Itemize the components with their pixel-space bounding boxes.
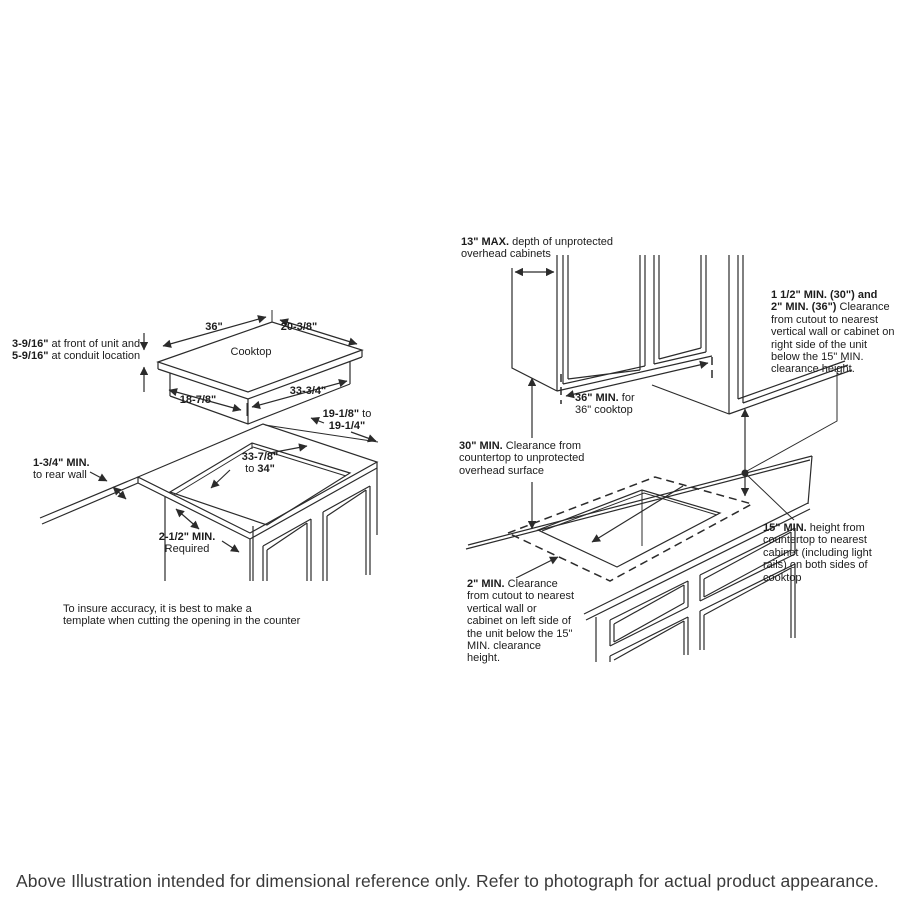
extension-ticks bbox=[246, 310, 273, 416]
cooktop-isometric-drawing bbox=[139, 310, 364, 425]
cabinet-panel-2 bbox=[322, 485, 371, 581]
label-rear-wall: 1-3/4" MIN. to rear wall bbox=[33, 457, 90, 482]
dimension-arrow-19-left bbox=[310, 416, 325, 425]
dimension-arrow-19-right bbox=[350, 431, 377, 443]
base-drawer-panel-1 bbox=[609, 580, 689, 647]
cutout-inner-wall bbox=[541, 490, 718, 546]
label-template-note: To insure accuracy, it is best to make a… bbox=[63, 603, 301, 628]
label-front-clearance: 2-1/2" MIN. Required bbox=[158, 531, 216, 556]
counter-cutout-drawing bbox=[39, 416, 379, 581]
cutout-opening bbox=[168, 442, 352, 526]
clearance-drawing bbox=[465, 255, 853, 662]
base-drawer-panel-2 bbox=[699, 527, 796, 602]
overhead-door-1 bbox=[562, 255, 646, 385]
arrow-rear-gap bbox=[112, 486, 127, 500]
arrow-front-gap-2 bbox=[221, 540, 240, 553]
label-side-height: 15" MIN. height from countertop to neare… bbox=[763, 522, 872, 584]
dimension-arrow-36-min bbox=[565, 360, 709, 399]
counter-left-extension bbox=[39, 476, 139, 525]
leader-2-min bbox=[515, 556, 559, 579]
dimension-arrow-36 bbox=[162, 315, 267, 348]
leader-rear-wall bbox=[89, 471, 108, 482]
label-left-clearance: 2" MIN. Clearance from cutout to nearest… bbox=[467, 578, 574, 665]
label-cooktop: Cooktop bbox=[230, 346, 272, 358]
cooktop-base-box bbox=[169, 361, 351, 425]
label-depth-20-3-8: 20-3/8" bbox=[280, 321, 318, 333]
overhead-door-2 bbox=[653, 255, 707, 365]
label-cutout-depth: 19-1/8" to 19-1/4" bbox=[322, 408, 372, 433]
page-caption: Above Illustration intended for dimensio… bbox=[16, 871, 879, 891]
leader-right-clearance bbox=[746, 371, 838, 472]
dimension-arrow-18-7-8 bbox=[168, 388, 242, 412]
cutout-inner-edge bbox=[173, 443, 347, 496]
label-width-36: 36" bbox=[205, 321, 223, 333]
label-cabinet-width: 36" MIN. for 36" cooktop bbox=[575, 392, 635, 417]
label-base-18-7-8: 18-7/8" bbox=[179, 394, 217, 406]
arrow-front-gap bbox=[175, 508, 200, 530]
label-base-33-3-4: 33-3/4" bbox=[289, 385, 327, 397]
cabinet-panel-1 bbox=[262, 518, 312, 581]
base-cabinet-frame bbox=[164, 468, 378, 581]
label-overhead-depth: 13" MAX. depth of unprotected overhead c… bbox=[461, 236, 613, 261]
countertop-cutout bbox=[536, 489, 722, 568]
dimension-arrow-33-3-4 bbox=[251, 379, 348, 409]
cooktop-footprint-dashed bbox=[506, 476, 754, 582]
base-door-panel-2 bbox=[699, 563, 796, 650]
label-unit-depth-note: 3-9/16" at front of unit and 5-9/16" at … bbox=[12, 338, 141, 363]
base-door-panel-1 bbox=[609, 616, 689, 662]
overhead-cabinet-body bbox=[511, 255, 713, 392]
extension-line-19 bbox=[264, 424, 379, 443]
dimension-arrow-20-3-8 bbox=[279, 318, 358, 346]
label-cutout-width: 33-7/8" to 34" bbox=[241, 451, 279, 476]
extension-dashed-36 bbox=[560, 357, 713, 404]
tall-right-cabinet bbox=[651, 255, 853, 415]
label-vertical-clearance: 30" MIN. Clearance from countertop to un… bbox=[459, 440, 621, 478]
tall-cabinet-door-frame bbox=[737, 255, 849, 404]
label-right-clearance: 1 1/2" MIN. (30") and 2" MIN. (36") Clea… bbox=[771, 289, 895, 376]
countertop-back-edge bbox=[465, 455, 813, 550]
pointer-cutout-edge bbox=[591, 485, 684, 543]
countertop-front-edge bbox=[583, 502, 811, 621]
dimension-arrow-34-upper bbox=[269, 443, 308, 454]
dimension-arrow-34-lower bbox=[210, 469, 231, 489]
leader-15-min bbox=[745, 473, 795, 521]
